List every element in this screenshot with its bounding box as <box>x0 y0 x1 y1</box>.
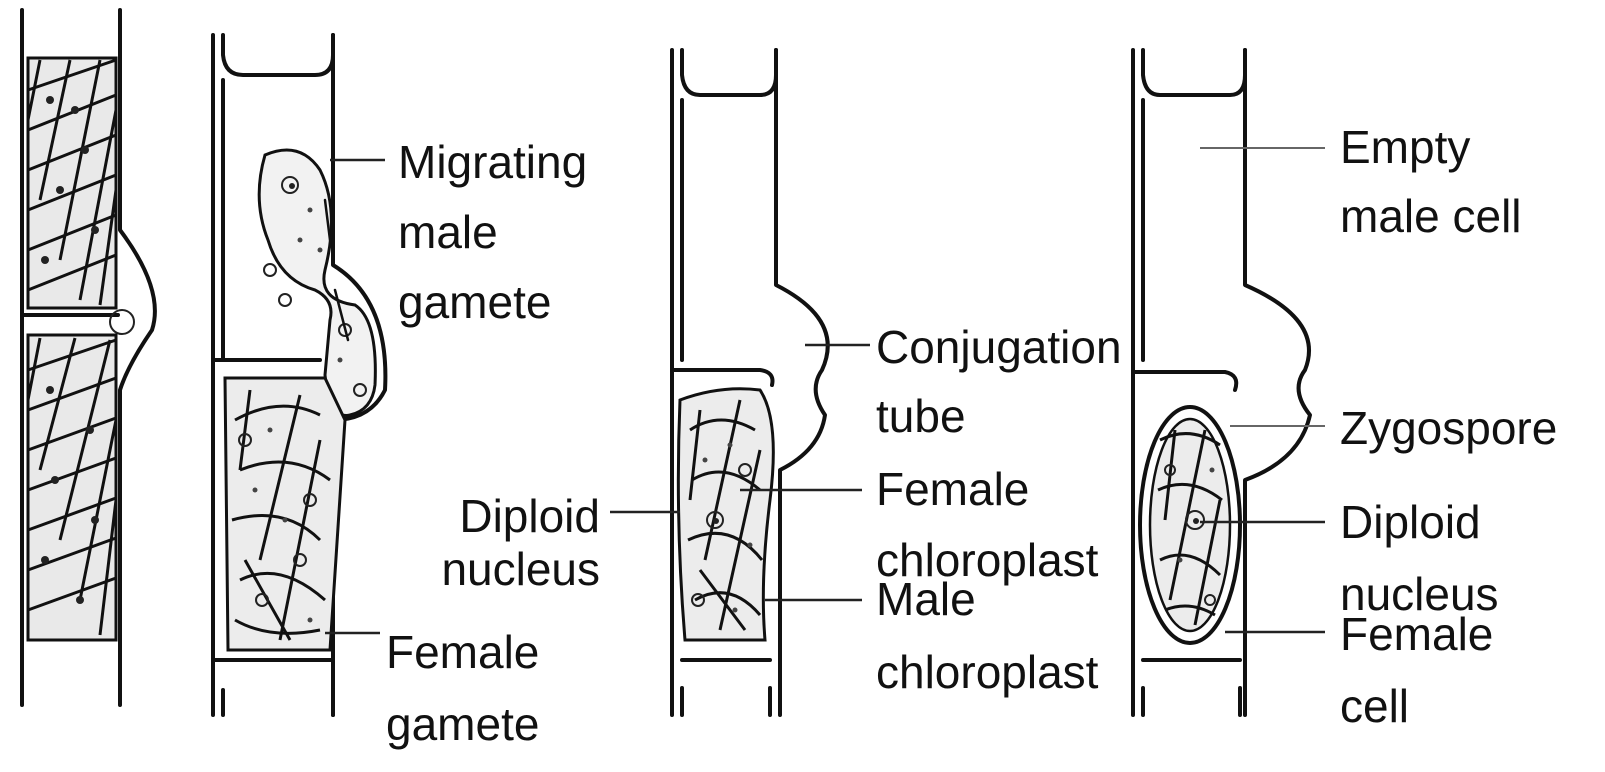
label-male-chloroplast: Male chloroplast <box>876 573 1099 698</box>
migrating-male-gamete-body <box>259 150 375 416</box>
svg-text:male: male <box>398 206 498 258</box>
svg-text:Male: Male <box>876 573 976 625</box>
label-female-gamete: Female gamete <box>386 626 539 750</box>
stage-3-zygote-body <box>678 389 773 640</box>
label-female-chloroplast: Female chloroplast <box>876 463 1099 586</box>
svg-text:Diploid: Diploid <box>459 490 600 542</box>
label-migrating-male-gamete: Migrating male gamete <box>398 136 587 328</box>
svg-text:Female: Female <box>876 463 1029 515</box>
svg-text:Female: Female <box>1340 608 1493 660</box>
label-conjugation-tube: Conjugation tube <box>876 321 1122 442</box>
svg-text:nucleus: nucleus <box>441 543 600 595</box>
stage-1-cells <box>22 10 155 705</box>
svg-text:Conjugation: Conjugation <box>876 321 1122 373</box>
svg-text:chloroplast: chloroplast <box>876 646 1099 698</box>
svg-text:Diploid: Diploid <box>1340 496 1481 548</box>
svg-text:male cell: male cell <box>1340 190 1522 242</box>
label-diploid-nucleus-left: Diploid nucleus <box>441 490 600 595</box>
stage-1-lower-chloroplast <box>28 335 116 640</box>
svg-text:Zygospore: Zygospore <box>1340 402 1557 454</box>
svg-text:tube: tube <box>876 390 966 442</box>
label-female-cell: Female cell <box>1340 608 1493 732</box>
svg-text:cell: cell <box>1340 680 1409 732</box>
svg-text:Migrating: Migrating <box>398 136 587 188</box>
label-diploid-nucleus-right: Diploid nucleus <box>1340 496 1499 620</box>
stage-1-upper-chloroplast <box>28 58 116 308</box>
zygospore-body <box>1140 407 1240 643</box>
female-gamete-body <box>225 378 345 650</box>
svg-text:gamete: gamete <box>386 698 539 750</box>
svg-text:Empty: Empty <box>1340 121 1470 173</box>
label-empty-male-cell: Empty male cell <box>1340 121 1522 242</box>
svg-text:Female: Female <box>386 626 539 678</box>
svg-text:gamete: gamete <box>398 276 551 328</box>
label-zygospore: Zygospore <box>1340 402 1557 454</box>
